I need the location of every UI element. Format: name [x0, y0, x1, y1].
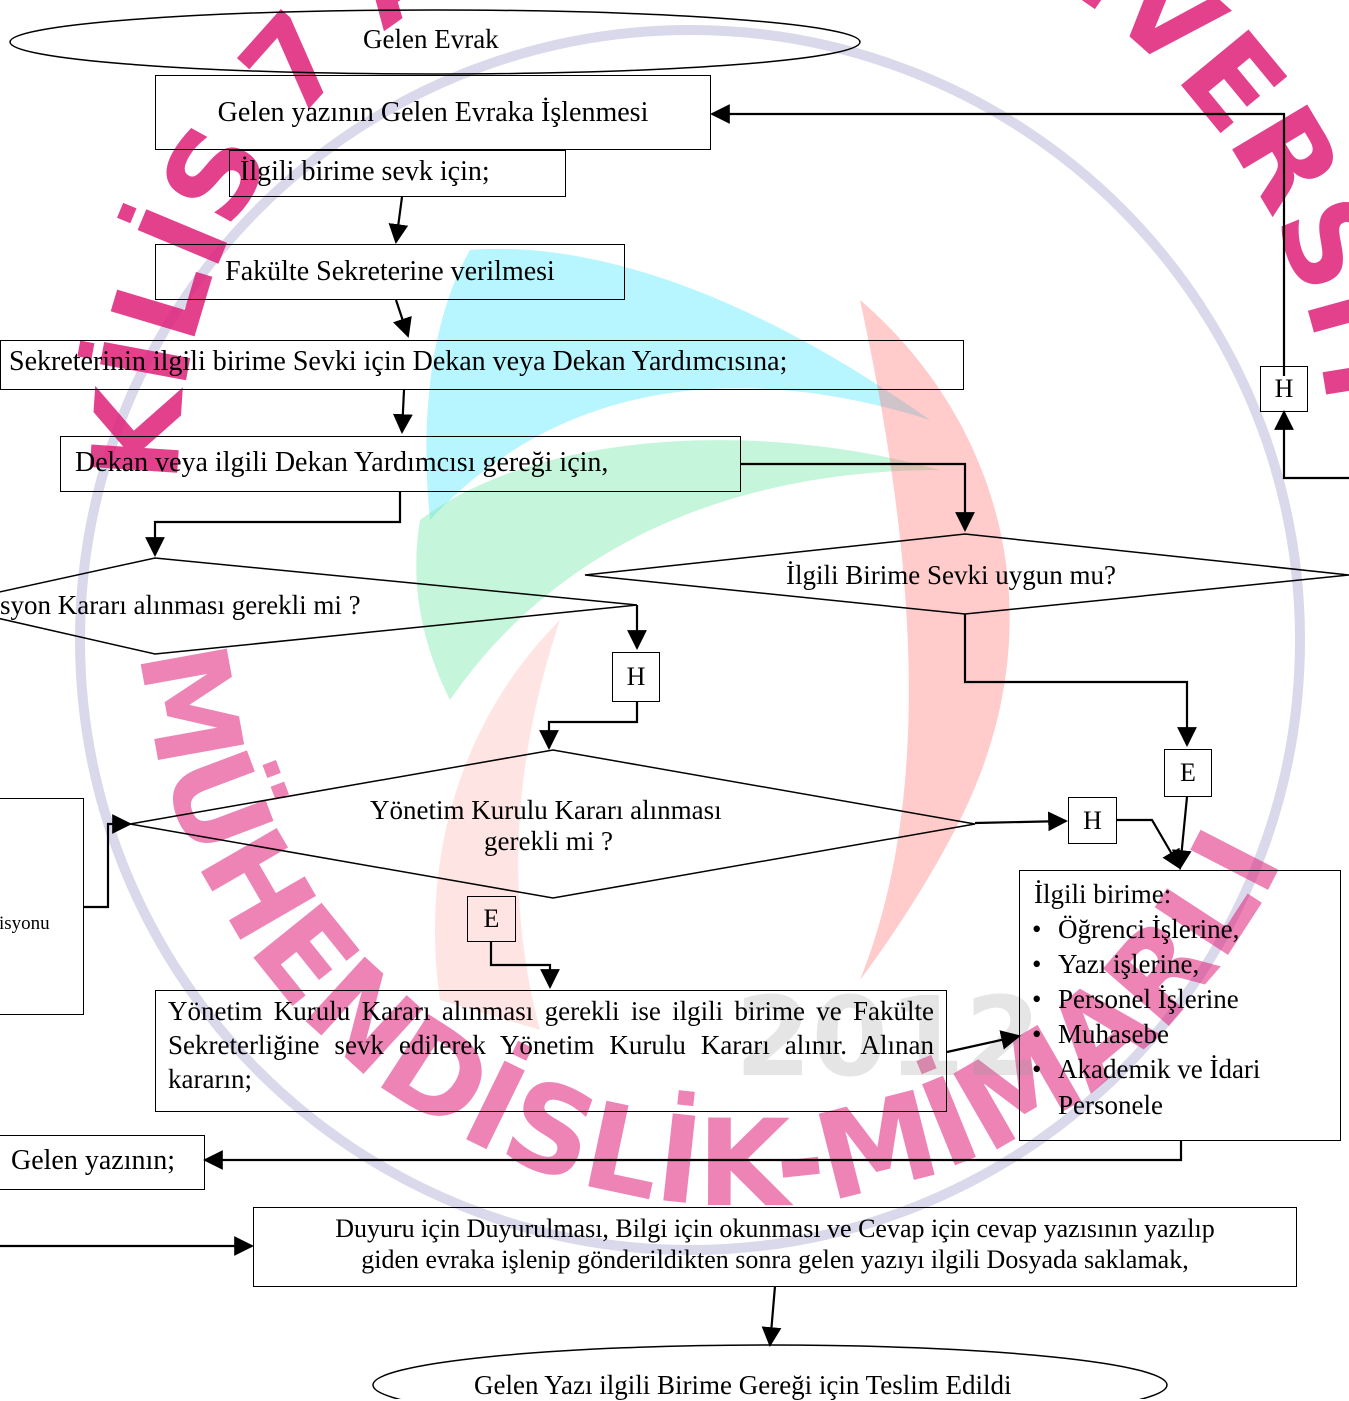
unit-item: Yazı işlerine, [1020, 947, 1340, 982]
end-label: Gelen Yazı ilgili Birime Gereği için Tes… [474, 1370, 1012, 1400]
units-list: Öğrenci İşlerine, Yazı işlerine, Persone… [1020, 912, 1340, 1123]
secretary-box: Fakülte Sekreterine verilmesi [155, 244, 625, 300]
units-box: İlgili birime: Öğrenci İşlerine, Yazı iş… [1019, 870, 1341, 1141]
decision-unit-label: İlgili Birime Sevki uygun mu? [786, 560, 1116, 590]
unit-item: Öğrenci İşlerine, [1020, 912, 1340, 947]
register-box: Gelen yazının Gelen Evraka İşlenmesi [155, 75, 711, 150]
unit-item: Akademik ve İdari Personele [1020, 1052, 1308, 1122]
decision-unit-diamond [584, 533, 1349, 615]
commission-box: isyonu [0, 798, 84, 1015]
board-process-box: Yönetim Kurulu Kararı alınması gerekli i… [155, 990, 947, 1112]
tag-e-unit: E [1164, 749, 1212, 797]
secretary-to-dean-label: Sekreterinin ilgili birime Sevki için De… [9, 346, 788, 377]
decision-commission-label: syon Kararı alınması gerekli mi ? [0, 590, 361, 620]
final-action-line1: Duyuru için Duyurulması, Bilgi için okun… [335, 1214, 1215, 1243]
dean-box: Dekan veya ilgili Dekan Yardımcısı gereğ… [60, 436, 741, 492]
start-label: Gelen Evrak [363, 24, 499, 54]
unit-item: Personel İşlerine [1020, 982, 1340, 1017]
final-action-box: Duyuru için Duyurulması, Bilgi için okun… [253, 1207, 1297, 1287]
register-label: Gelen yazının Gelen Evraka İşlenmesi [217, 96, 649, 128]
watermark-year: 2012 [735, 973, 1041, 1101]
decision-board-line2: gerekli mi ? [484, 826, 613, 856]
end-terminator [372, 1344, 1168, 1399]
start-terminator [9, 9, 861, 75]
tag-h-commission: H [612, 652, 660, 702]
board-process-label: Yönetim Kurulu Kararı alınması gerekli i… [168, 996, 934, 1094]
decision-board-line1: Yönetim Kurulu Kararı alınması [370, 795, 722, 825]
unit-item: Muhasebe [1020, 1017, 1340, 1052]
forward-note-box: İlgili birime sevk için; [229, 150, 566, 197]
secretary-label: Fakülte Sekreterine verilmesi [225, 256, 555, 288]
incoming-label: Gelen yazının; [11, 1145, 176, 1176]
tag-e-board: E [467, 896, 516, 942]
dean-label: Dekan veya ilgili Dekan Yardımcısı gereğ… [75, 447, 609, 478]
watermark-swoosh-cyan [426, 248, 930, 520]
final-action-line2: giden evraka işlenip gönderildikten sonr… [361, 1245, 1189, 1275]
watermark-swoosh-green [416, 440, 940, 700]
secretary-to-dean-box: Sekreterinin ilgili birime Sevki için De… [0, 340, 964, 390]
units-title: İlgili birime: [1034, 879, 1172, 909]
decision-board-diamond [129, 749, 976, 899]
watermark-ring [75, 25, 1305, 1255]
tag-h-board: H [1068, 797, 1117, 844]
forward-note-label: İlgili birime sevk için; [240, 156, 490, 187]
watermark-swoosh-peach [435, 620, 560, 1030]
watermark-swoosh-red [860, 300, 1010, 980]
commission-label: isyonu [0, 913, 50, 934]
incoming-box: Gelen yazının; [0, 1135, 205, 1190]
tag-h-right: H [1260, 366, 1308, 412]
